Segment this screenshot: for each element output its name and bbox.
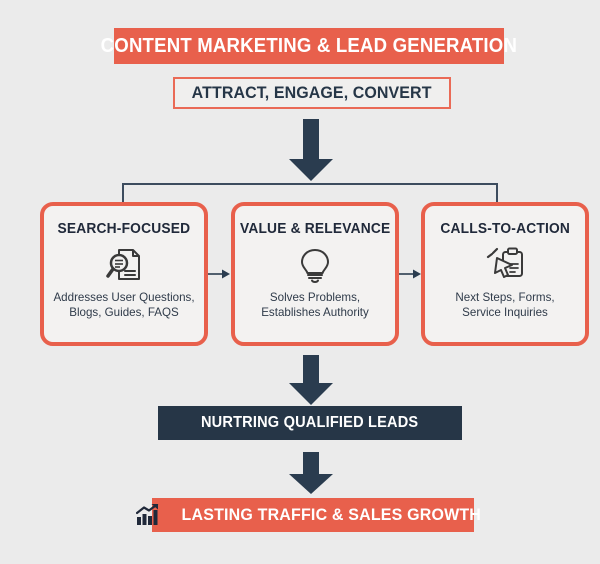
- nurture-stage-text: NURTRING QUALIFIED LEADS: [201, 414, 419, 431]
- pillar-card-calls-to-action[interactable]: CALLS-TO-ACTION Next Steps, Forms, Servi…: [421, 202, 589, 346]
- bracket-connector: [122, 183, 498, 204]
- clipboard-cursor-icon: [484, 244, 526, 284]
- pillar-card-search-focused[interactable]: SEARCH-FOCUSED Addresses User Questions,…: [40, 202, 208, 346]
- pillar-description: Addresses User Questions, Blogs, Guides,…: [53, 291, 195, 319]
- nurture-stage-bar: NURTRING QUALIFIED LEADS: [158, 406, 462, 440]
- growth-chart-icon: [135, 504, 160, 526]
- pillar-title: CALLS-TO-ACTION: [440, 221, 570, 237]
- outcome-text: LASTING TRAFFIC & SALES GROWTH: [181, 505, 481, 524]
- arrow-right-icon: [208, 269, 230, 279]
- outcome-bar: LASTING TRAFFIC & SALES GROWTH: [135, 498, 481, 532]
- main-title-text: CONTENT MARKETING & LEAD GENERATION: [100, 34, 518, 57]
- pillar-description: Next Steps, Forms, Service Inquiries: [455, 291, 555, 319]
- document-magnifier-icon: [104, 244, 144, 284]
- arrow-right-icon: [399, 269, 421, 279]
- subtitle-box: ATTRACT, ENGAGE, CONVERT: [173, 77, 451, 109]
- arrow-down-to-pillars-icon: [289, 119, 333, 181]
- lightbulb-icon: [298, 244, 332, 284]
- pillar-card-value-relevance[interactable]: VALUE & RELEVANCE Solves Problems, Estab…: [231, 202, 399, 346]
- pillar-title: SEARCH-FOCUSED: [57, 221, 191, 237]
- subtitle-text: ATTRACT, ENGAGE, CONVERT: [192, 83, 432, 102]
- main-title-banner: CONTENT MARKETING & LEAD GENERATION: [101, 28, 517, 64]
- arrow-down-to-outcome-icon: [289, 452, 333, 494]
- pillar-title: VALUE & RELEVANCE: [239, 221, 391, 237]
- arrow-down-to-nurture-icon: [289, 355, 333, 405]
- pillar-description: Solves Problems, Establishes Authority: [261, 291, 369, 319]
